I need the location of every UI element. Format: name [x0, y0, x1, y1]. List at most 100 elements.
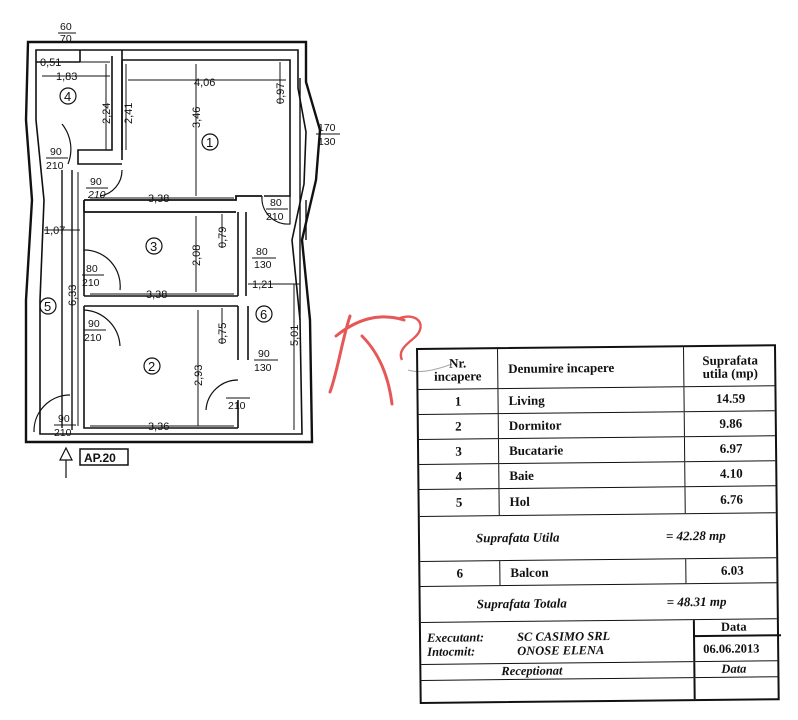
table-row: 1 Living 14.59: [418, 386, 775, 415]
door6-h: 210: [228, 400, 246, 412]
data-label-2: Data: [721, 661, 747, 676]
win2-h: 130: [254, 362, 272, 374]
header-nr-line1: Nr.: [448, 354, 467, 371]
dim-208: 2,08: [191, 245, 203, 266]
svg-text:2: 2: [148, 359, 155, 374]
header-name: Denumire incapere: [508, 359, 615, 376]
svg-text:6: 6: [260, 307, 267, 322]
window-right-h: 130: [318, 136, 336, 148]
data-label: Data: [720, 619, 747, 634]
dim-338b: 3,38: [146, 289, 167, 301]
row-name: Dormitor: [498, 412, 685, 439]
door-swing-entry: [33, 394, 71, 433]
row-area: 6.76: [720, 491, 744, 507]
balcon-nr: 6: [420, 561, 501, 586]
balcon-area: 6.03: [720, 562, 744, 578]
apartment-label: AP.20: [84, 451, 116, 465]
header-area-line2: utila (mp): [702, 364, 758, 381]
row-name: Bucatarie: [498, 437, 686, 464]
partition-1-3: [83, 195, 262, 213]
row-nr: 2: [418, 414, 499, 439]
row-area: 9.86: [719, 415, 743, 431]
suprafata-totala-row: Suprafata Totala = 48.31 mp: [420, 583, 777, 623]
door2side-h: 210: [84, 332, 102, 344]
outer-wall-inner: [35, 49, 307, 435]
footer-receptionat: Receptionat Data: [421, 661, 778, 681]
dim-224: 2,24: [101, 103, 113, 124]
entrance-arrow-icon: [59, 446, 73, 478]
row-nr: 5: [419, 489, 500, 516]
apartment-label-box: [79, 448, 129, 466]
win3-w: 80: [256, 246, 268, 258]
dim-075: 0,75: [217, 323, 229, 344]
balcony-wall: [299, 78, 307, 320]
room-marker-5: 5: [39, 297, 57, 315]
door-swing-3side: [83, 249, 121, 291]
svg-text:5: 5: [44, 299, 51, 314]
table-row: 3 Bucatarie 6.97: [418, 436, 776, 465]
receptionat-label: Receptionat: [501, 663, 563, 679]
room-marker-3: 3: [145, 237, 163, 255]
dim-241: 2,41: [123, 103, 135, 124]
door-swing-2side: [83, 309, 121, 347]
table-row: 4 Baie 4.10: [419, 461, 776, 490]
doorentry-w: 90: [58, 413, 70, 425]
footer-signatures: Executant: SC CASIMO SRL Intocmit: ONOSE…: [420, 619, 782, 665]
dim-338a: 3,38: [148, 193, 169, 205]
row-nr: 3: [418, 439, 500, 464]
room-marker-6: 6: [255, 305, 273, 323]
intocmit-value: ONOSE ELENA: [517, 643, 605, 658]
door2side-w: 90: [88, 318, 100, 330]
room-marker-2: 2: [143, 357, 161, 375]
win3-h: 130: [254, 259, 272, 271]
door3side-h: 210: [82, 277, 100, 289]
room5-walls: [61, 170, 73, 430]
outer-wall-outer: [24, 40, 322, 444]
dim-079: 0,79: [217, 227, 229, 248]
dim-501: 5,01: [289, 325, 301, 346]
door1-w: 80: [270, 197, 282, 209]
room3-walls: [83, 212, 247, 307]
suprafata-totala-label: Suprafata Totala: [476, 594, 567, 611]
data-value: 06.06.2013: [703, 641, 760, 657]
door1-h: 210: [266, 211, 284, 223]
door4-w: 90: [50, 146, 62, 158]
suprafata-utila-row: Suprafata Utila = 42.28 mp: [419, 513, 777, 562]
suprafata-utila-value: = 42.28 mp: [665, 527, 726, 544]
dim-183: 1,83: [56, 71, 77, 83]
dim-107: 1,07: [44, 225, 65, 237]
header-nr-line2: incapere: [433, 367, 482, 384]
room1-walls: [121, 59, 291, 197]
doorentry-h: 210: [54, 427, 72, 439]
door-swing-3top: [99, 169, 123, 197]
watermark-logo: [328, 314, 453, 406]
room2-walls: [83, 306, 249, 429]
balcon-row: 6 Balcon 6.03: [420, 558, 777, 587]
room-marker-1: 1: [201, 133, 219, 151]
room-marker-4: 4: [59, 87, 77, 105]
dim-336: 3,36: [148, 421, 169, 433]
header-area-line1: Suprafata: [702, 351, 759, 368]
row-nr: 1: [418, 389, 499, 414]
door-top-w: 60: [60, 21, 72, 33]
row-area: 4.10: [719, 465, 743, 481]
intocmit-label: Intocmit:: [427, 644, 476, 659]
door3side-w: 80: [86, 263, 98, 275]
dim-121: 1,21: [252, 279, 273, 291]
table-row: 2 Dormitor 9.86: [418, 411, 775, 440]
row-area: 6.97: [719, 440, 743, 456]
door-swing-1: [261, 195, 291, 225]
svg-text:3: 3: [150, 239, 157, 254]
suprafata-utila-label: Suprafata Utila: [475, 529, 560, 546]
svg-text:4: 4: [64, 89, 71, 104]
row-name: Baie: [499, 462, 686, 489]
win2-w: 90: [258, 348, 270, 360]
table-header: Nr. incapere Denumire incapere Suprafata…: [418, 346, 775, 390]
door-swing-6: [205, 379, 239, 411]
dim-346: 3,46: [191, 107, 203, 128]
door3top-h: 210: [87, 189, 106, 201]
row-name: Living: [498, 387, 685, 414]
dim-293: 2,93: [193, 365, 205, 386]
row-area: 14.59: [715, 390, 746, 406]
